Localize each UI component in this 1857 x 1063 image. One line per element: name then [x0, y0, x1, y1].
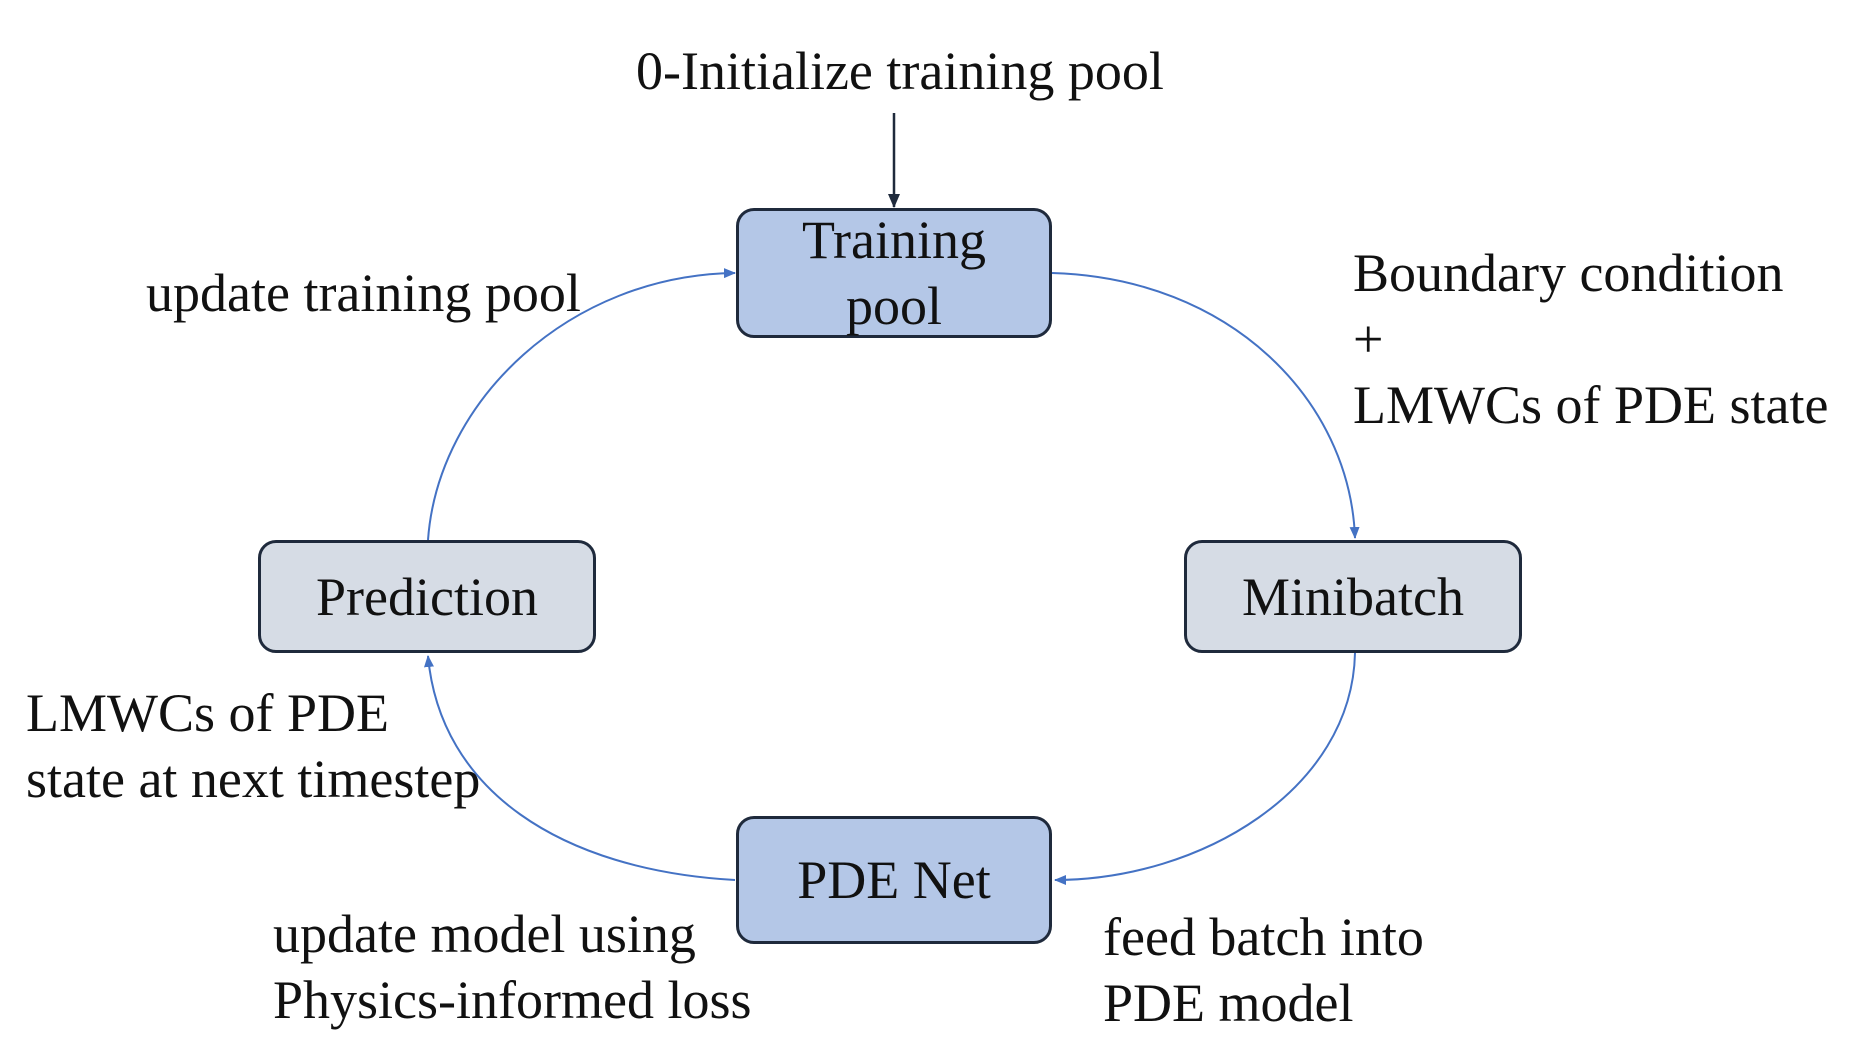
init-label: 0-Initialize training pool	[636, 41, 1164, 101]
feed-line1: feed batch into	[1103, 907, 1424, 967]
training-pool-line1: Training	[801, 210, 987, 270]
arrow-prediction-to-pool	[427, 268, 736, 541]
update-model-line2: Physics-informed loss	[273, 970, 752, 1030]
arrow-pdenet-to-prediction	[424, 655, 736, 881]
training-pool-line2: pool	[845, 276, 942, 336]
next-state-label: LMWCs of PDE state at next timestep	[26, 680, 480, 812]
boundary-condition-label: Boundary condition + LMWCs of PDE state	[1353, 240, 1828, 438]
training-pool-node: Training pool	[736, 208, 1052, 338]
next-state-line2: state at next timestep	[26, 749, 481, 809]
boundary-plus: +	[1353, 309, 1384, 369]
next-state-line1: LMWCs of PDE	[26, 683, 389, 743]
boundary-line1: Boundary condition	[1353, 243, 1784, 303]
prediction-node: Prediction	[258, 540, 596, 653]
minibatch-label: Minibatch	[1242, 566, 1464, 627]
update-model-line1: update model using	[273, 904, 696, 964]
prediction-label: Prediction	[316, 566, 538, 627]
boundary-line3: LMWCs of PDE state	[1353, 375, 1829, 435]
feed-line2: PDE model	[1103, 973, 1354, 1033]
minibatch-node: Minibatch	[1184, 540, 1522, 653]
arrow-minibatch-to-pdenet	[1054, 652, 1356, 885]
feed-batch-label: feed batch into PDE model	[1103, 904, 1424, 1036]
arrow-pool-to-minibatch	[1051, 272, 1360, 539]
update-pool-label: update training pool	[146, 263, 581, 323]
pde-net-label: PDE Net	[797, 850, 991, 910]
update-model-label: update model using Physics-informed loss	[273, 901, 752, 1033]
pde-net-node: PDE Net	[736, 816, 1052, 944]
